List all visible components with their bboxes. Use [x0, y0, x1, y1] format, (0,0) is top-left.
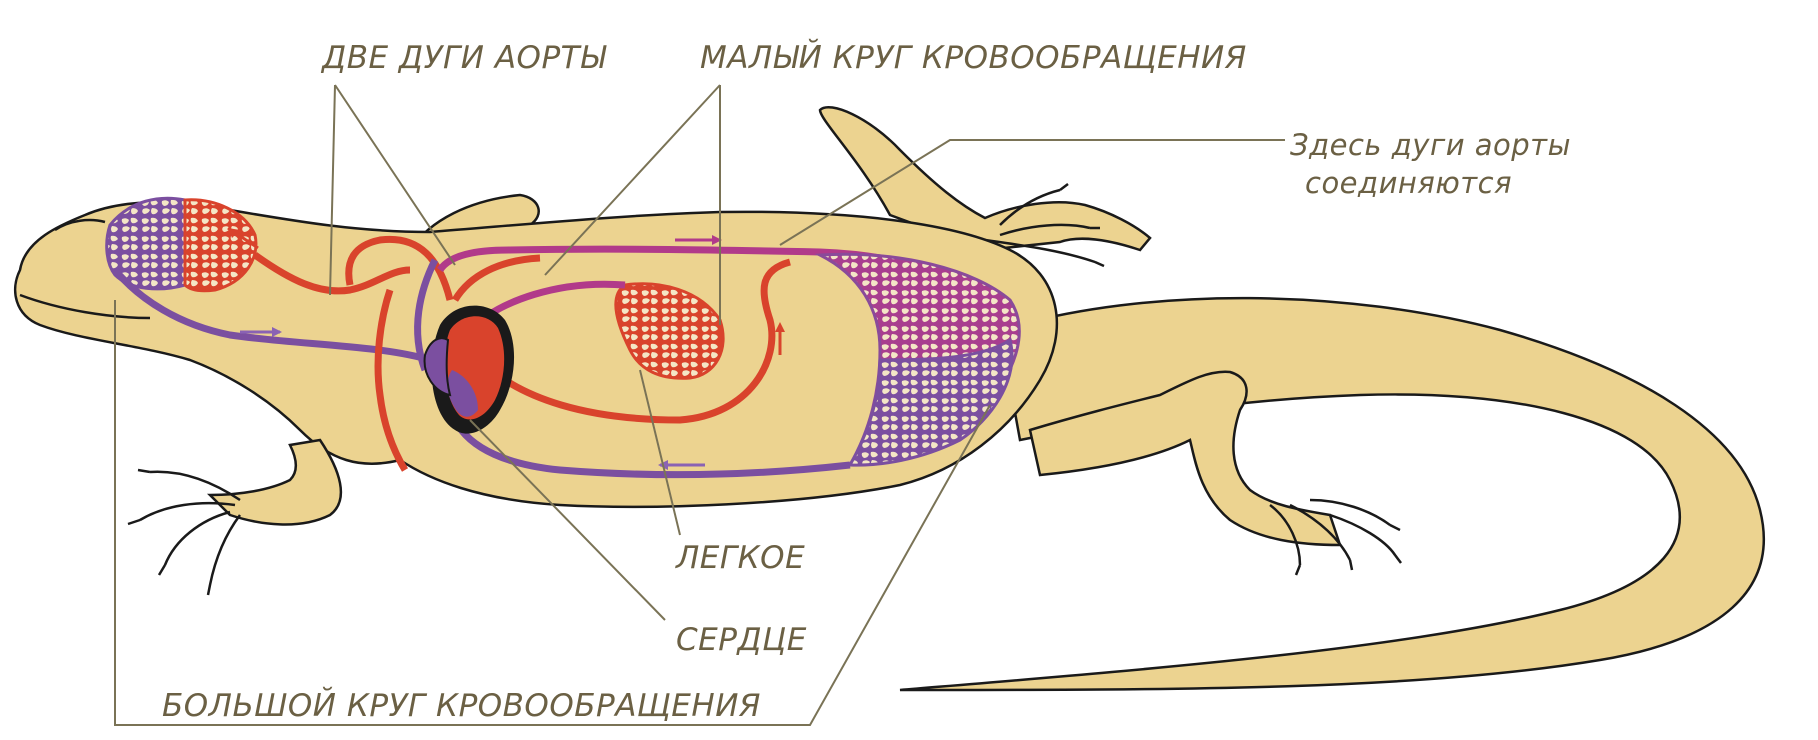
label-two-aortic-arches: ДВЕ ДУГИ АОРТЫ — [322, 40, 606, 76]
label-systemic-circulation: БОЛЬШОЙ КРУГ КРОВООБРАЩЕНИЯ — [162, 688, 761, 724]
label-arches-join-line2: соединяются — [1305, 164, 1512, 202]
label-lung: ЛЕГКОЕ — [676, 540, 805, 576]
label-heart: СЕРДЦЕ — [676, 622, 807, 658]
label-pulmonary-circulation: МАЛЫЙ КРУГ КРОВООБРАЩЕНИЯ — [700, 40, 1247, 76]
front-toes-lower — [128, 470, 240, 595]
label-arches-join-line1: Здесь дуги аорты — [1290, 126, 1571, 164]
